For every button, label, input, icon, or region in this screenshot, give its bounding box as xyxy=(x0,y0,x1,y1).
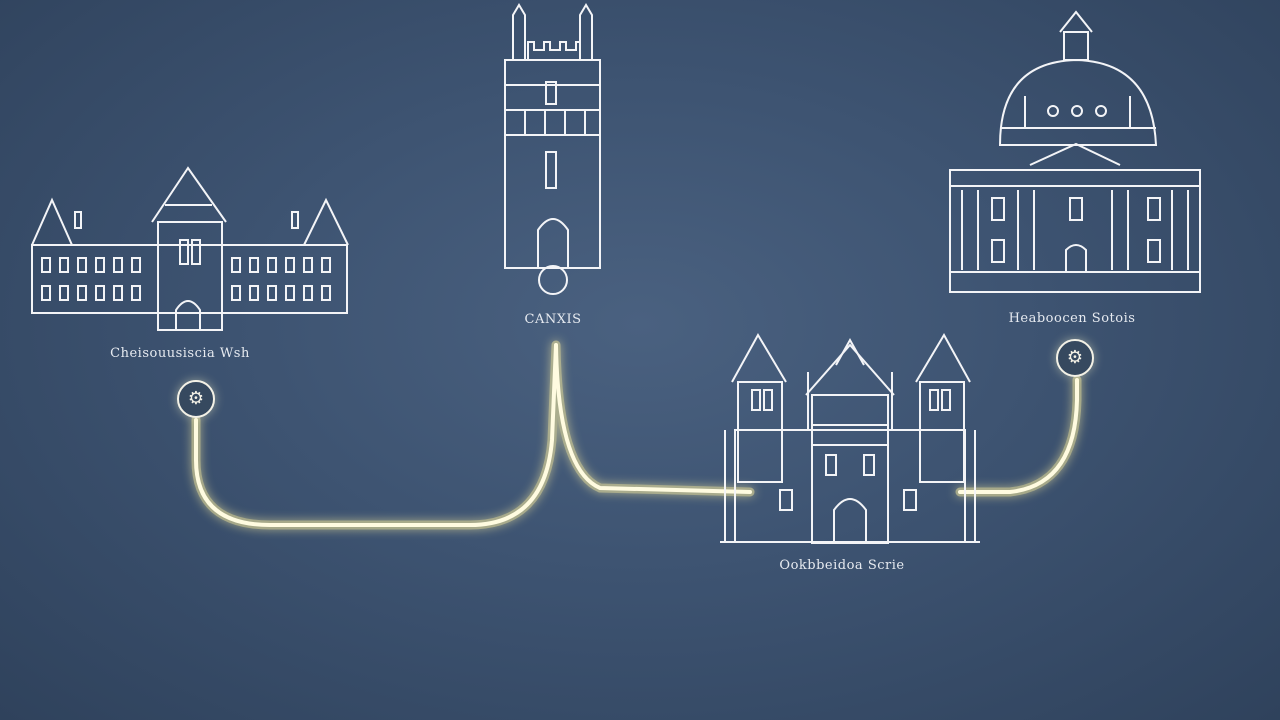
node-marker-domed[interactable]: ⚙ xyxy=(1056,339,1094,377)
manor-building-label: Cheisouusiscia Wsh xyxy=(110,346,250,361)
gothic-tower-icon xyxy=(504,3,601,295)
gear-icon: ⚙ xyxy=(1066,347,1084,368)
node-marker-manor[interactable]: ⚙ xyxy=(177,380,215,418)
tower-building-label: CANXIS xyxy=(524,312,582,327)
gear-icon: ⚙ xyxy=(187,388,205,409)
manor-building-icon xyxy=(31,166,349,331)
domed-building-icon xyxy=(949,10,1201,293)
domed-building-label: Heaboocen Sotois xyxy=(1008,311,1136,326)
connection-path xyxy=(191,340,1082,530)
castle-building-label: Ookbbeidoa Scrie xyxy=(779,558,905,573)
castle-building-icon xyxy=(720,332,980,544)
